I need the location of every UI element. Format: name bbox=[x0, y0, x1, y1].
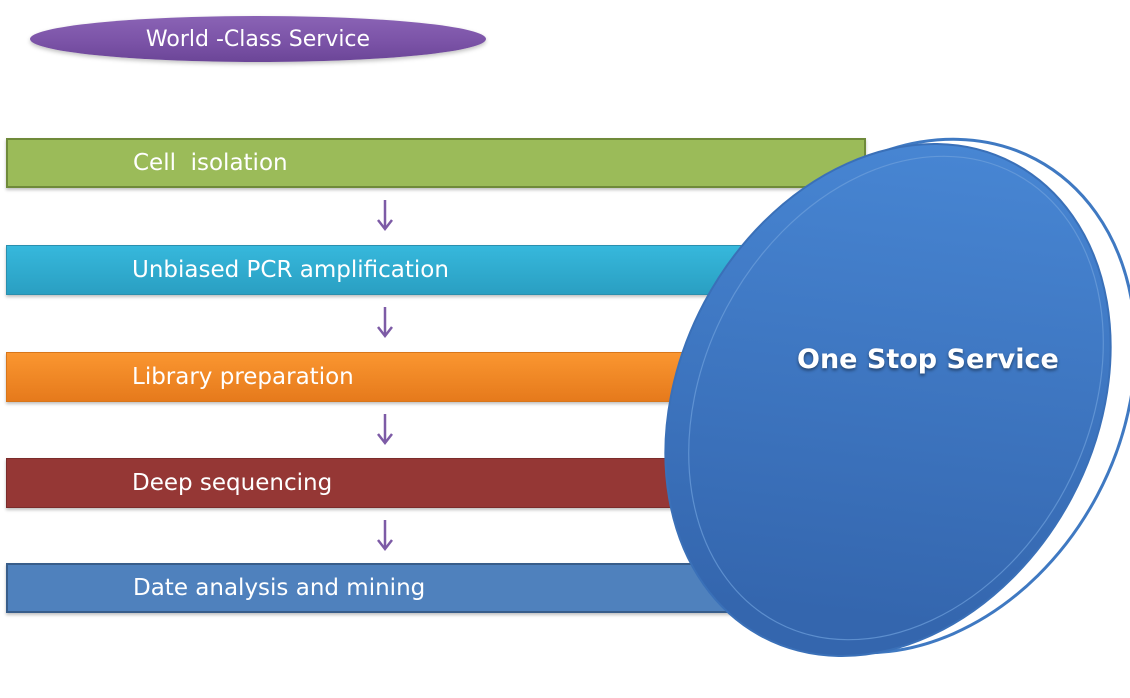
step-cell-isolation: Cell isolation bbox=[6, 138, 866, 188]
step-label: Cell isolation bbox=[133, 150, 288, 176]
step-label: Deep sequencing bbox=[132, 470, 333, 496]
hub-label: One Stop Service bbox=[797, 344, 1059, 375]
one-stop-service-disc bbox=[664, 137, 1130, 657]
down-arrow-icon bbox=[377, 414, 393, 446]
disc-face bbox=[664, 143, 1112, 657]
world-class-service-banner: World -Class Service bbox=[30, 16, 486, 62]
step-label: Unbiased PCR amplification bbox=[132, 257, 449, 283]
step-label: Date analysis and mining bbox=[133, 575, 426, 601]
down-arrow-icon bbox=[377, 200, 393, 232]
down-arrow-icon bbox=[377, 307, 393, 339]
disc-rim bbox=[688, 155, 1104, 641]
banner-title: World -Class Service bbox=[145, 26, 371, 52]
step-label: Library preparation bbox=[132, 364, 354, 390]
down-arrow-icon bbox=[377, 520, 393, 552]
